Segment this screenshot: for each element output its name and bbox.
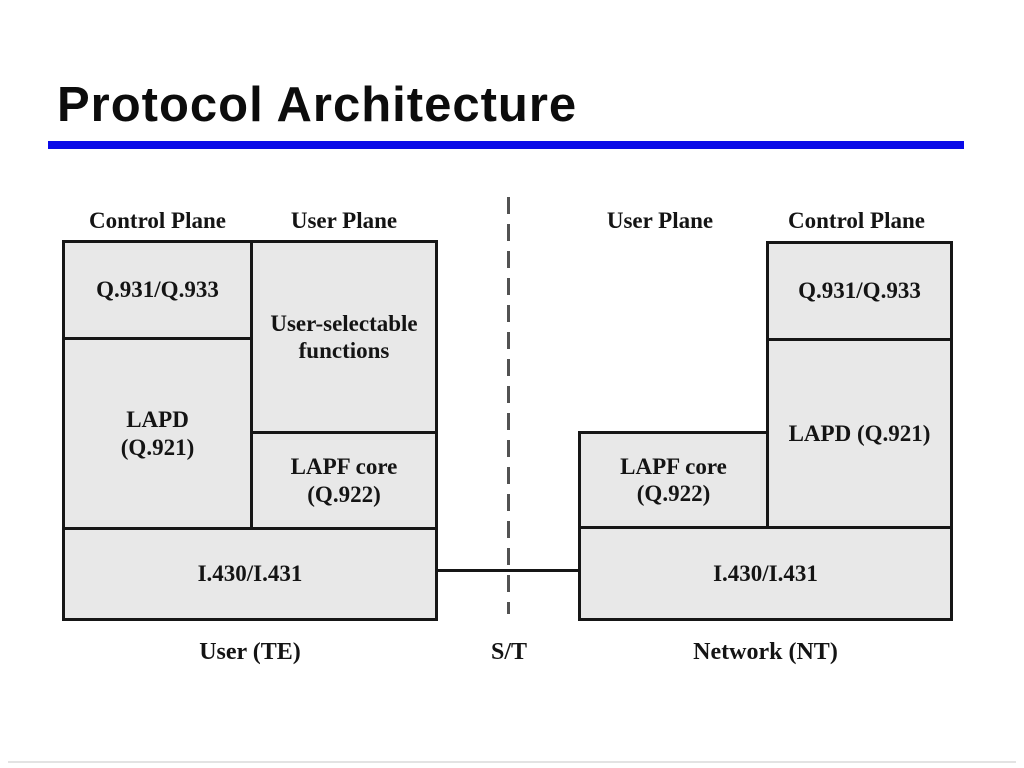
slide-title: Protocol Architecture bbox=[57, 78, 578, 132]
network-side-user-plane-header: User Plane bbox=[606, 208, 714, 233]
network-side-control-plane-header: Control Plane bbox=[788, 208, 925, 233]
user-side-lapf-core-box: LAPF core (Q.922) bbox=[250, 431, 438, 530]
network-side-lapd-box: LAPD (Q.921) bbox=[766, 338, 953, 529]
network-side-q931-box: Q.931/Q.933 bbox=[766, 241, 953, 341]
user-side-user-plane-header: User Plane bbox=[290, 208, 398, 233]
bottom-divider-rule bbox=[8, 761, 1016, 763]
st-reference-dashed-line bbox=[507, 197, 510, 614]
user-side-lapd-box: LAPD (Q.921) bbox=[62, 337, 253, 530]
user-side-i430-box: I.430/I.431 bbox=[62, 527, 438, 621]
network-nt-label: Network (NT) bbox=[693, 639, 838, 665]
title-underline-rule bbox=[48, 141, 964, 149]
user-side-q931-box: Q.931/Q.933 bbox=[62, 240, 253, 340]
network-side-lapf-core-box: LAPF core (Q.922) bbox=[578, 431, 769, 529]
physical-layer-connector-line bbox=[435, 569, 581, 572]
user-side-control-plane-header: Control Plane bbox=[89, 208, 226, 233]
network-side-i430-box: I.430/I.431 bbox=[578, 526, 953, 621]
st-reference-label: S/T bbox=[490, 639, 528, 665]
user-te-label: User (TE) bbox=[199, 639, 301, 665]
user-side-user-selectable-functions-box: User-selectable functions bbox=[250, 240, 438, 434]
